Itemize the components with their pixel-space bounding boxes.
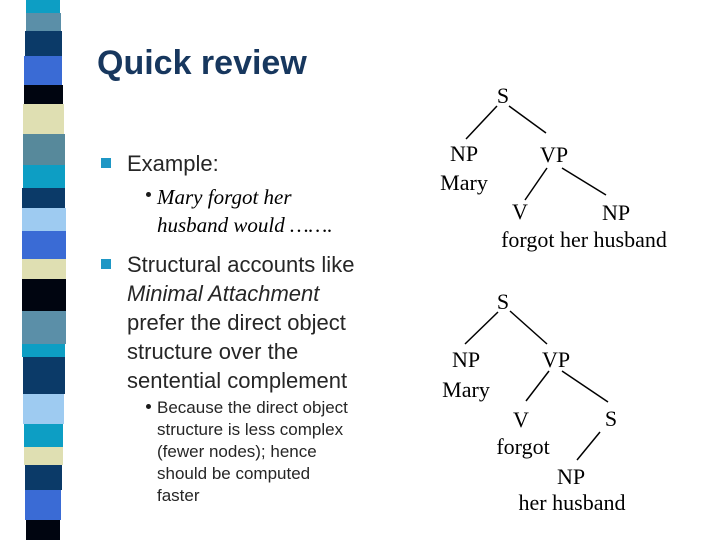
strip-block bbox=[22, 188, 66, 208]
tree-edge bbox=[524, 167, 548, 201]
tree-edge bbox=[508, 105, 547, 134]
tree2-np-word: Mary bbox=[442, 377, 490, 402]
strip-block bbox=[22, 259, 66, 279]
tree1-vp: VP bbox=[539, 142, 569, 167]
strip-block bbox=[25, 0, 61, 13]
bullet-structural: Structural accounts like Minimal Attachm… bbox=[127, 250, 417, 395]
strip-block bbox=[22, 165, 66, 188]
strip-block bbox=[24, 465, 63, 490]
strip-block bbox=[22, 357, 65, 394]
tree2-comp-s: S bbox=[604, 406, 618, 431]
example-quote: Mary forgot her husband would ……. bbox=[157, 185, 333, 237]
structural-rest: prefer the direct object structure over … bbox=[127, 310, 348, 393]
tree2-obj-np: NP bbox=[556, 464, 586, 489]
bullet-square-icon bbox=[101, 259, 111, 269]
bullet-because: Because the direct object structure is l… bbox=[157, 398, 348, 505]
tree-edge bbox=[525, 370, 550, 402]
tree2-np: NP bbox=[451, 347, 481, 372]
tree1-v: V bbox=[512, 199, 528, 224]
bullet-square-icon bbox=[101, 158, 111, 168]
structural-italic: Minimal Attachment bbox=[127, 281, 320, 306]
strip-block bbox=[23, 85, 64, 104]
strip-block bbox=[23, 424, 64, 447]
tree2-obj-words: her husband bbox=[518, 490, 626, 515]
decor-strip bbox=[22, 0, 66, 540]
strip-block bbox=[22, 311, 66, 344]
strip-block bbox=[22, 279, 66, 311]
strip-block bbox=[23, 104, 64, 134]
tree-edge bbox=[509, 310, 548, 345]
bullet-example-label: Example: bbox=[127, 151, 219, 176]
tree-edge bbox=[561, 370, 609, 403]
tree1-root-s: S bbox=[496, 83, 510, 108]
strip-block bbox=[22, 231, 66, 259]
tree1-np: NP bbox=[449, 141, 479, 166]
tree-edge bbox=[465, 105, 498, 140]
tree2-v: V bbox=[513, 407, 529, 432]
tree2-root-s: S bbox=[496, 289, 510, 314]
strip-block bbox=[22, 344, 66, 357]
strip-block bbox=[25, 520, 61, 540]
bullet-dot-icon bbox=[146, 404, 151, 409]
strip-block bbox=[22, 208, 66, 231]
tree2-v-word: forgot bbox=[496, 434, 550, 459]
tree-edge bbox=[576, 431, 601, 461]
strip-block bbox=[22, 134, 65, 165]
strip-block bbox=[24, 56, 63, 85]
tree1-phrase: forgot her husband bbox=[501, 227, 667, 252]
structural-line1: Structural accounts like bbox=[127, 252, 355, 277]
strip-block bbox=[25, 490, 62, 520]
strip-block bbox=[25, 13, 61, 31]
tree-edge bbox=[561, 167, 607, 196]
strip-block bbox=[25, 31, 62, 56]
slide-title: Quick review bbox=[97, 44, 307, 82]
tree1-obj-np: NP bbox=[601, 200, 631, 225]
tree1-np-word: Mary bbox=[440, 170, 488, 195]
tree2-vp: VP bbox=[541, 347, 571, 372]
strip-block bbox=[23, 394, 65, 424]
tree-edge bbox=[464, 311, 499, 345]
bullet-dot-icon bbox=[146, 192, 151, 197]
strip-block bbox=[24, 447, 63, 465]
